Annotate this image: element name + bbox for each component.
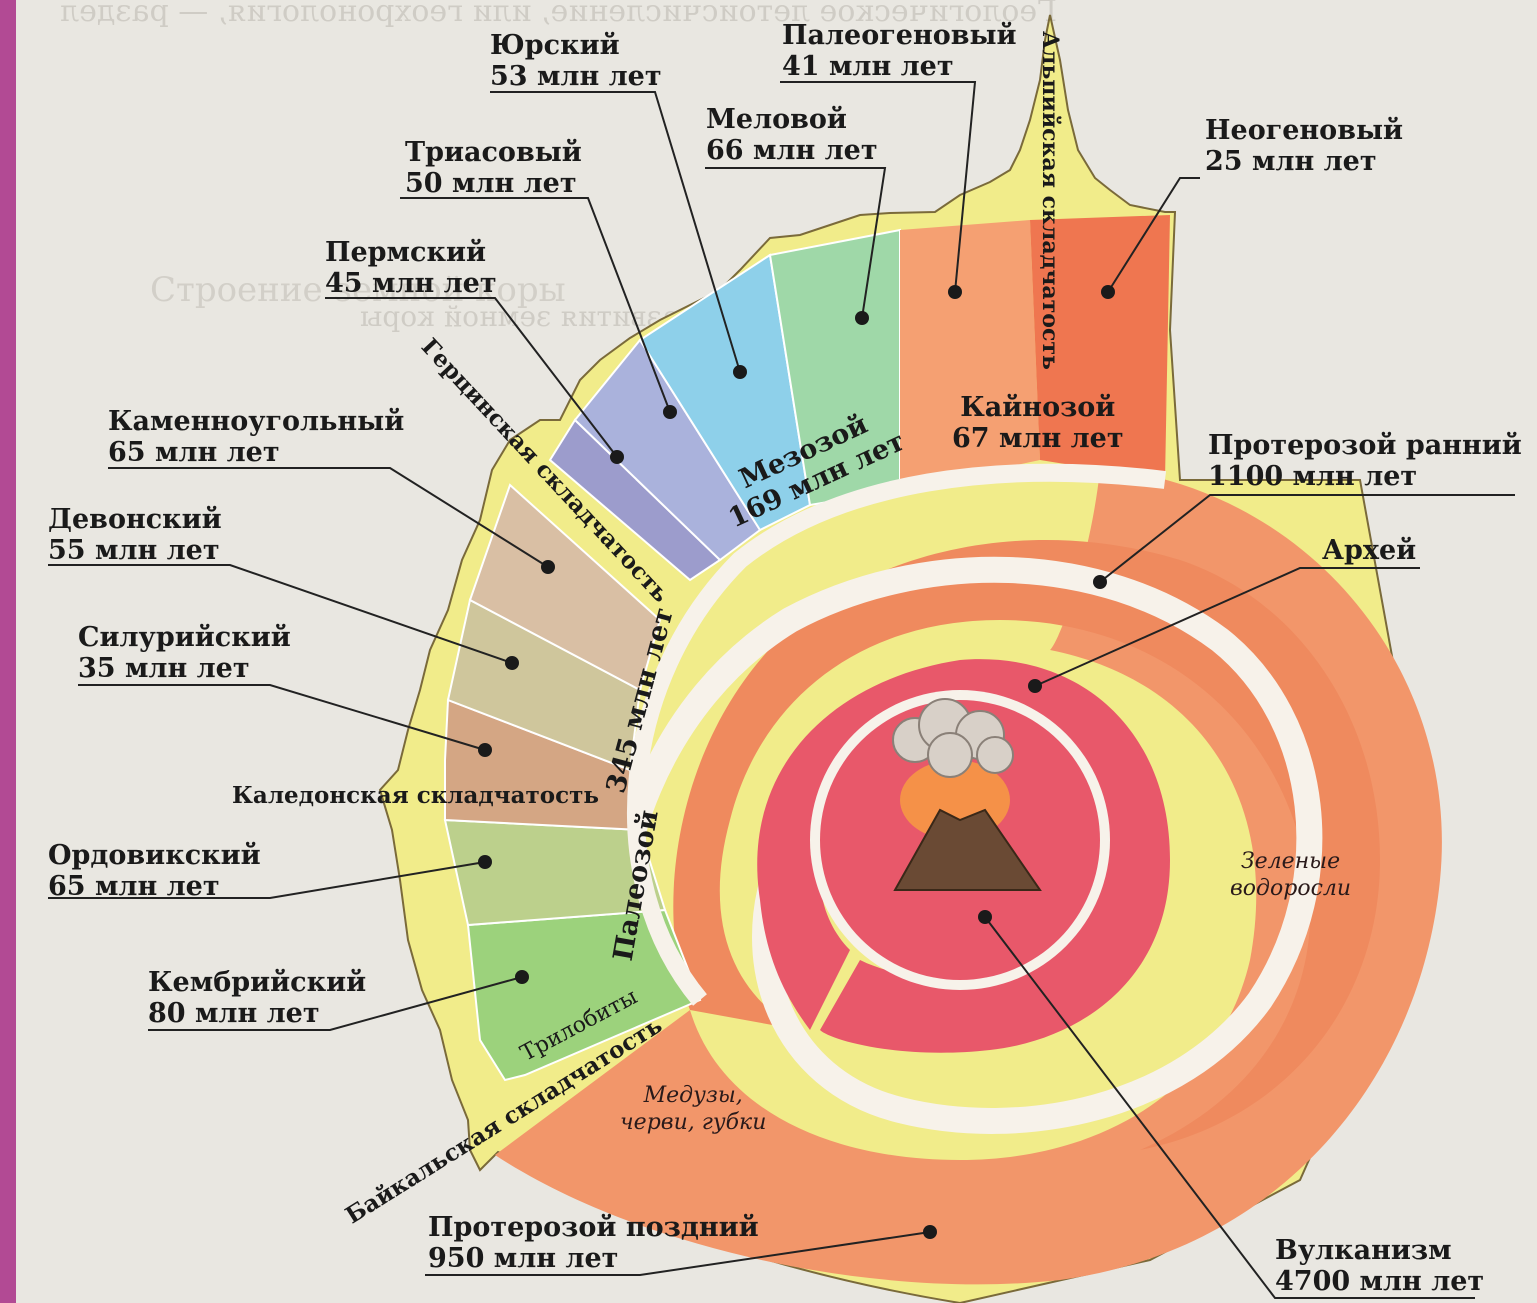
jellyfish-2: черви, губки [620, 1110, 766, 1135]
dot-archean [1028, 679, 1042, 693]
cambrian-name: Кембрийский [148, 967, 366, 998]
cretaceous-duration: 66 млн лет [706, 135, 878, 166]
carboniferous-name: Каменноугольный [108, 406, 404, 437]
green-algae-2: водоросли [1230, 876, 1351, 901]
dot-cretaceous [855, 311, 869, 325]
triassic-name: Триасовый [405, 137, 582, 168]
silurian-duration: 35 млн лет [78, 653, 291, 684]
carboniferous-duration: 65 млн лет [108, 437, 404, 468]
dot-silurian [478, 743, 492, 757]
dot-ordovician [478, 855, 492, 869]
cambrian-duration: 80 млн лет [148, 998, 366, 1029]
silurian-name: Силурийский [78, 622, 291, 653]
jurassic-name: Юрский [490, 30, 662, 61]
neogene-name: Неогеновый [1205, 115, 1403, 146]
jellyfish-1: Медузы, [644, 1083, 743, 1108]
permian-name: Пермский [325, 237, 497, 268]
label-alpine-folding: Альпийская складчатость [1034, 31, 1065, 370]
cenozoic-name: Кайнозой [952, 392, 1124, 423]
paleogene-name: Палеогеновый [782, 20, 1017, 51]
ordovician-duration: 65 млн лет [48, 871, 261, 902]
dot-late-proterozoic [923, 1225, 937, 1239]
jurassic-duration: 53 млн лет [490, 61, 662, 92]
dot-jurassic [733, 365, 747, 379]
dot-neogene [1101, 285, 1115, 299]
dot-early-proterozoic [1093, 575, 1107, 589]
label-jellyfish: Медузы,черви, губки [620, 1082, 766, 1136]
ordovician-name: Ордовикский [48, 840, 261, 871]
label-caledonian-folding: Каледонская складчатость [232, 780, 599, 811]
volcanism-name: Вулканизм [1275, 1235, 1484, 1266]
late-proterozoic-duration: 950 млн лет [428, 1243, 759, 1274]
permian-duration: 45 млн лет [325, 268, 497, 299]
devonian-name: Девонский [48, 504, 222, 535]
dot-triassic [663, 405, 677, 419]
early-proterozoic-duration: 1100 млн лет [1208, 461, 1522, 492]
cenozoic-duration: 67 млн лет [952, 423, 1124, 454]
cretaceous-name: Меловой [706, 104, 878, 135]
neogene-duration: 25 млн лет [1205, 146, 1403, 177]
late-proterozoic-name: Протерозой поздний [428, 1212, 759, 1243]
dot-devonian [505, 656, 519, 670]
label-archean: Архей [1322, 535, 1416, 566]
green-algae-1: Зеленые [1241, 849, 1340, 874]
dot-paleogene [948, 285, 962, 299]
dot-permian [610, 450, 624, 464]
paleogene-duration: 41 млн лет [782, 51, 1017, 82]
dot-volcanism [978, 910, 992, 924]
dot-carboniferous [541, 560, 555, 574]
triassic-duration: 50 млн лет [405, 168, 582, 199]
volcanism-duration: 4700 млн лет [1275, 1266, 1484, 1297]
devonian-duration: 55 млн лет [48, 535, 222, 566]
dot-cambrian [515, 970, 529, 984]
early-proterozoic-name: Протерозой ранний [1208, 430, 1522, 461]
